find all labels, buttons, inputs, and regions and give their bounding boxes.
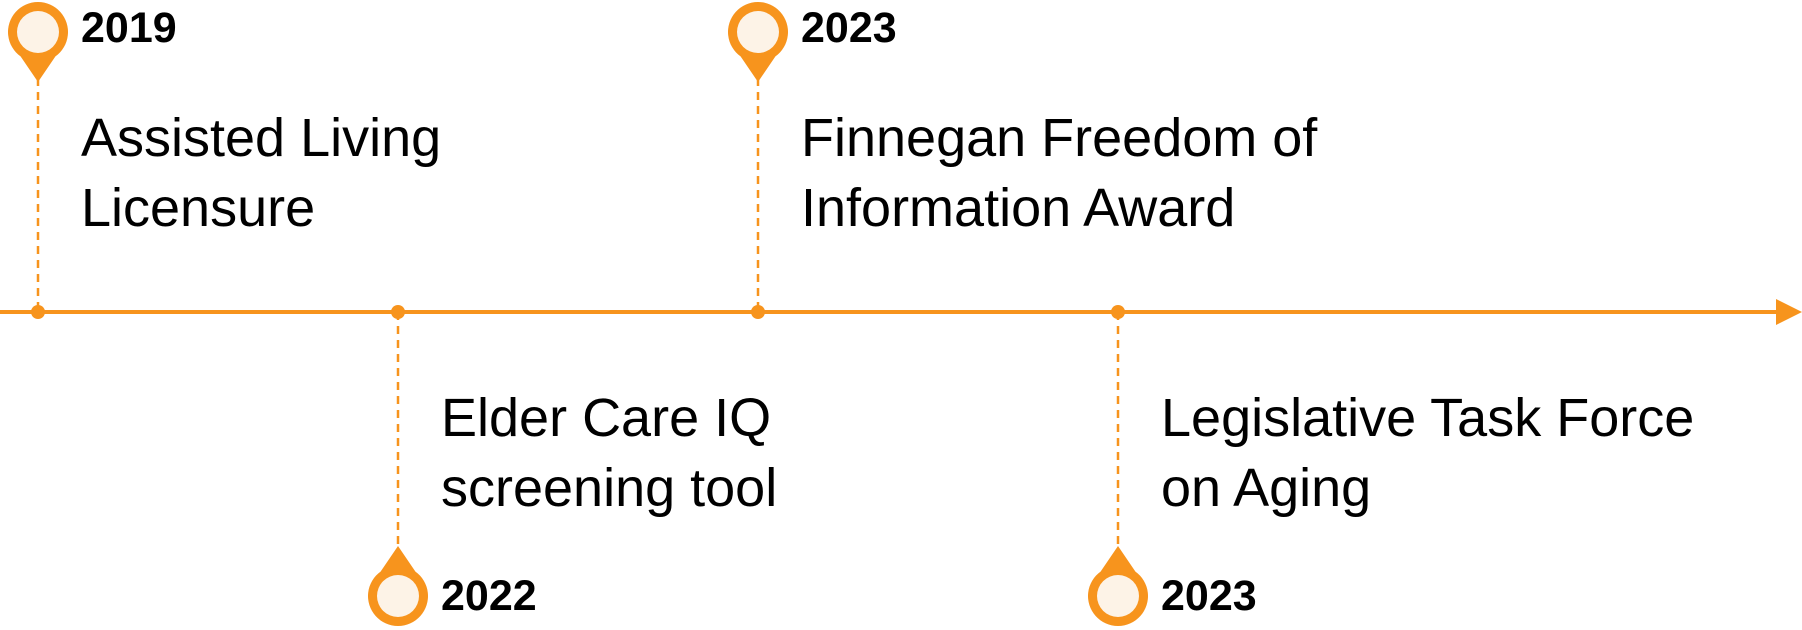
event-description: Assisted Living Licensure bbox=[81, 103, 441, 243]
axis-node bbox=[31, 305, 45, 319]
map-pin-icon bbox=[1088, 546, 1148, 626]
timeline-arrowhead-icon bbox=[1776, 299, 1802, 325]
event-description-line: Finnegan Freedom of bbox=[801, 108, 1318, 168]
pin-center bbox=[377, 575, 419, 617]
event-year: 2023 bbox=[801, 4, 897, 52]
pin-center bbox=[737, 11, 779, 53]
timeline-axis bbox=[0, 299, 1802, 325]
event-year: 2019 bbox=[81, 4, 177, 52]
timeline-event-2 bbox=[368, 305, 429, 626]
event-description-line: Information Award bbox=[801, 178, 1236, 238]
map-pin-icon bbox=[8, 2, 68, 82]
event-description-line: on Aging bbox=[1161, 458, 1372, 518]
axis-node bbox=[1111, 305, 1125, 319]
timeline-event-3 bbox=[728, 1, 788, 319]
event-description: Legislative Task Force on Aging bbox=[1161, 383, 1694, 523]
timeline-event-4 bbox=[1088, 305, 1148, 626]
map-pin-icon bbox=[368, 546, 429, 626]
event-year: 2023 bbox=[1161, 572, 1257, 620]
map-pin-icon bbox=[728, 1, 788, 83]
axis-node bbox=[751, 305, 765, 319]
event-description-line: screening tool bbox=[441, 458, 778, 518]
event-year: 2022 bbox=[441, 572, 537, 620]
pin-center bbox=[1097, 575, 1139, 617]
event-description: Finnegan Freedom of Information Award bbox=[801, 103, 1317, 243]
pin-center bbox=[17, 11, 59, 53]
event-description: Elder Care IQ screening tool bbox=[441, 383, 777, 523]
event-description-line: Licensure bbox=[81, 178, 316, 238]
event-description-line: Legislative Task Force bbox=[1161, 388, 1695, 448]
event-description-line: Assisted Living bbox=[81, 108, 442, 168]
axis-node bbox=[391, 305, 405, 319]
timeline-event-1 bbox=[8, 2, 68, 319]
event-description-line: Elder Care IQ bbox=[441, 388, 772, 448]
